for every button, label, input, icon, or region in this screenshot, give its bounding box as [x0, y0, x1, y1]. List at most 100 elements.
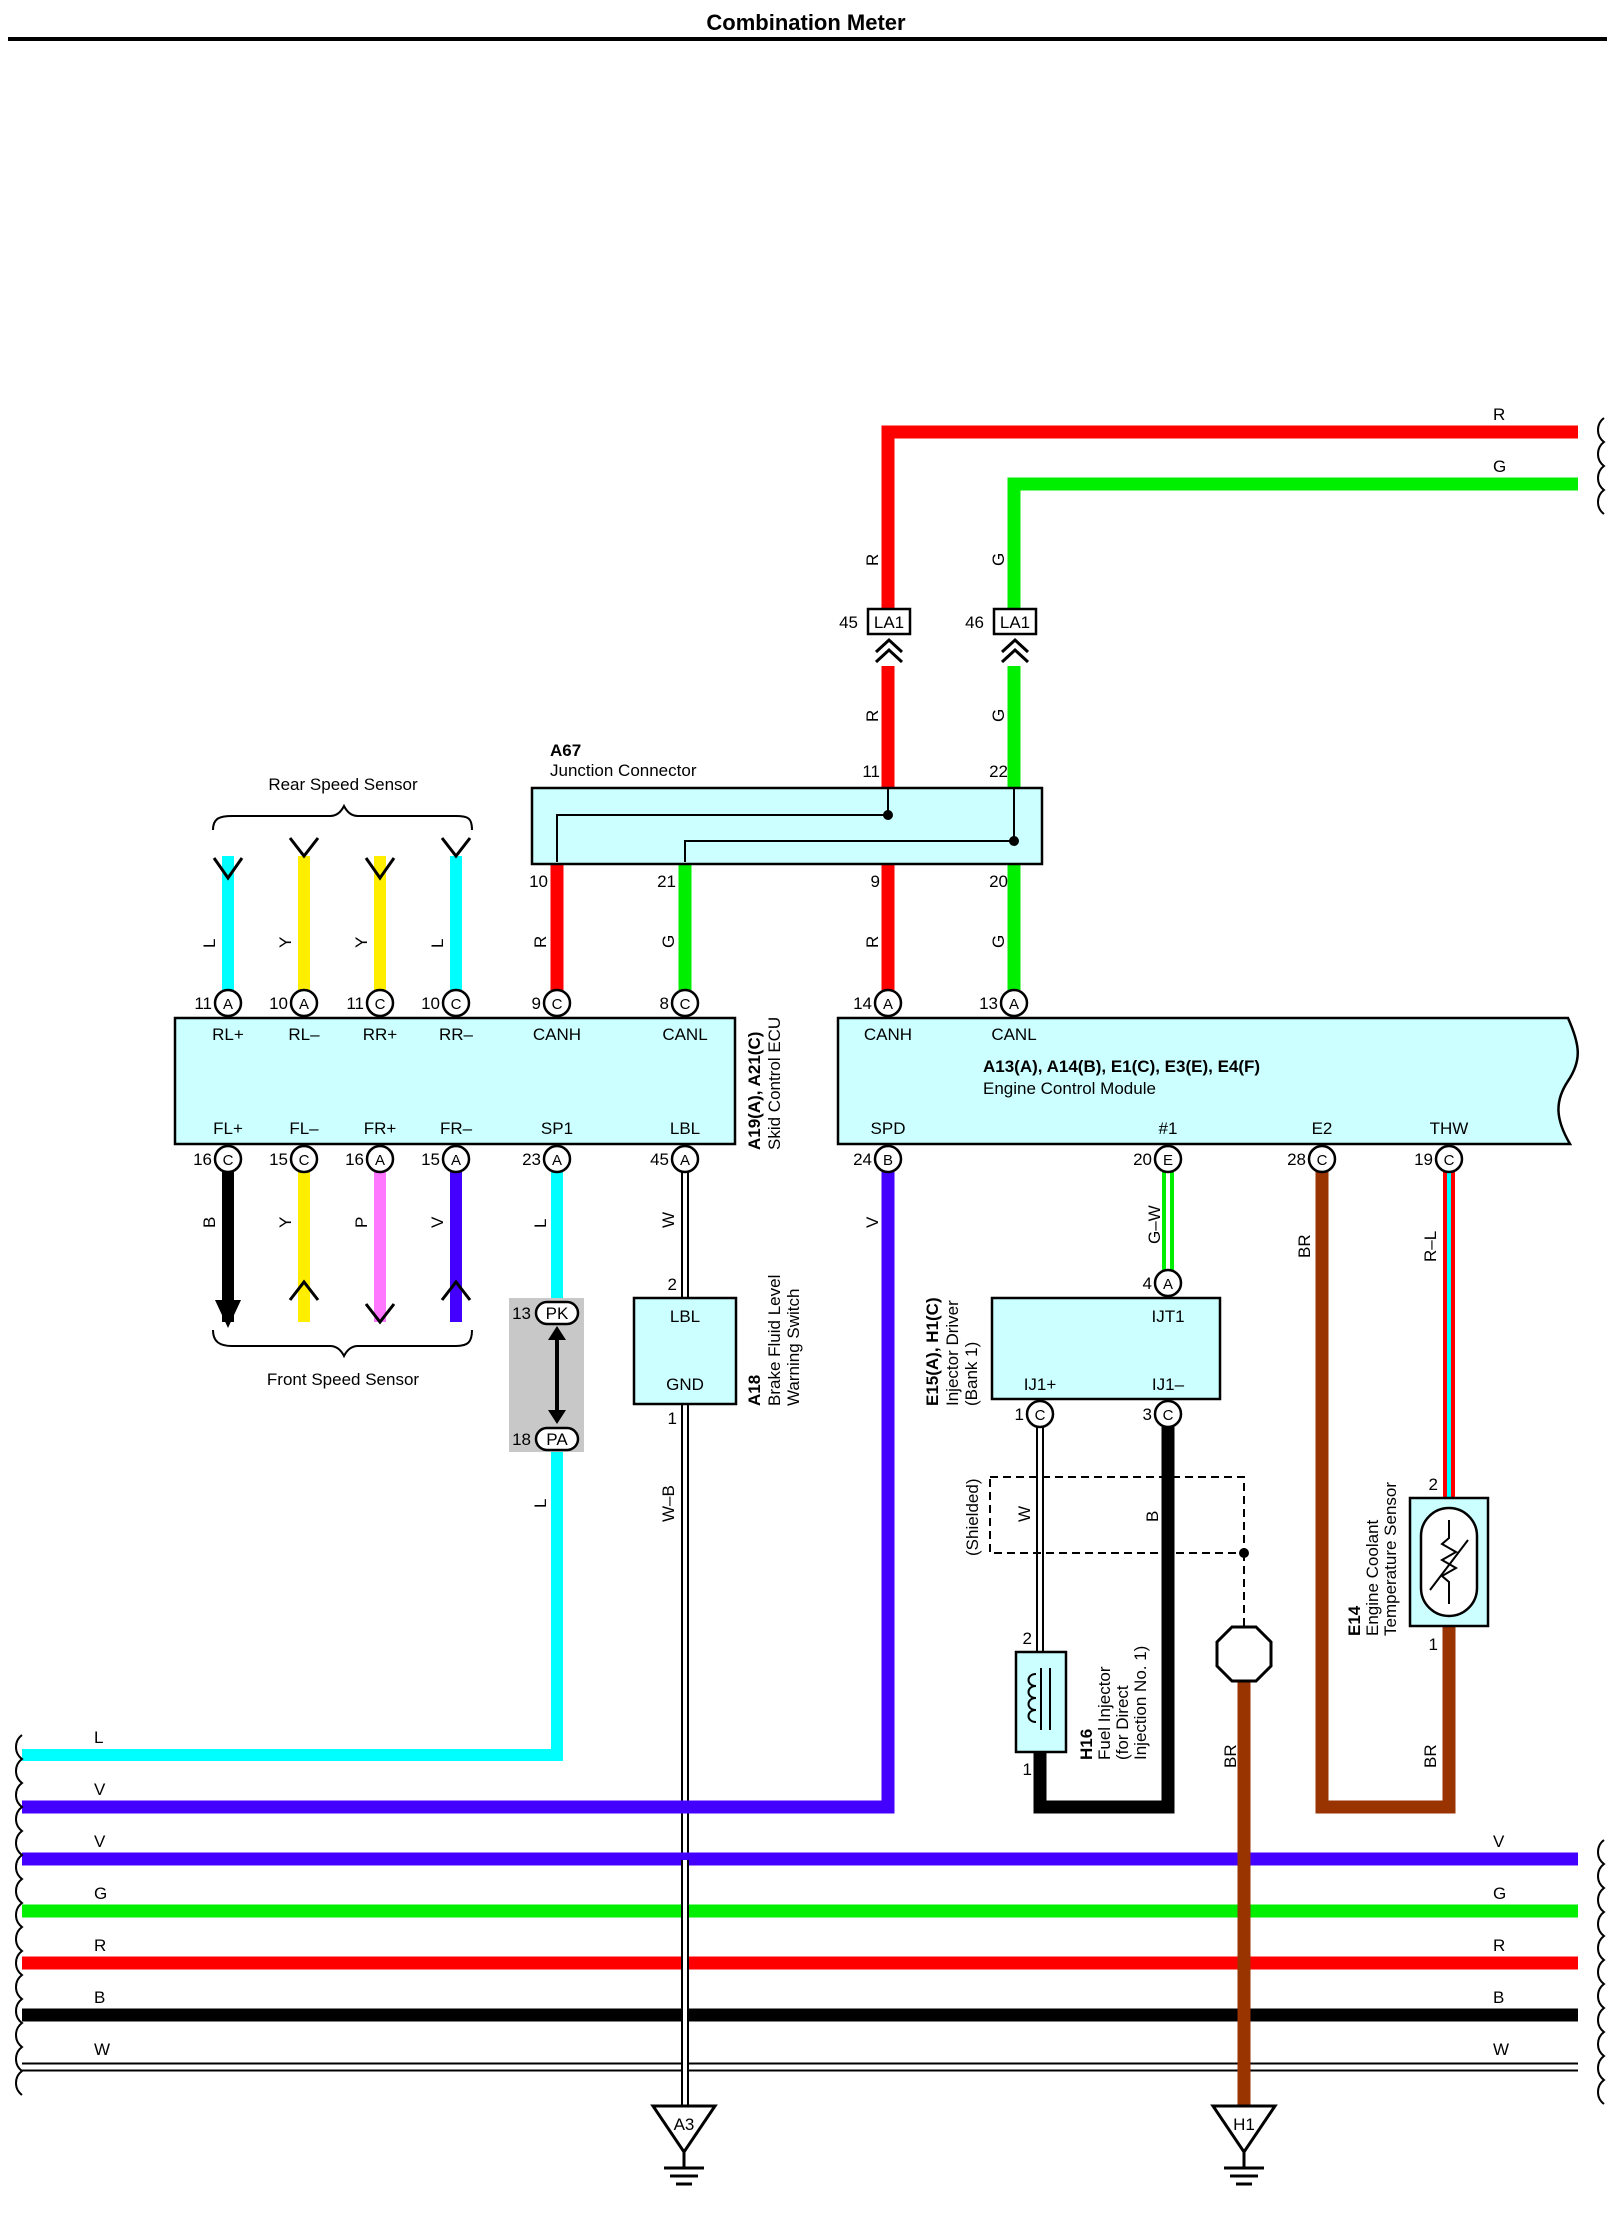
- svg-text:10: 10: [421, 994, 440, 1013]
- wire-layer: [15, 417, 1606, 2106]
- svg-text:Injection No. 1): Injection No. 1): [1131, 1646, 1150, 1760]
- svg-text:B: B: [883, 1152, 893, 1169]
- svg-text:LA1: LA1: [1000, 613, 1030, 632]
- bus-label-right-3: G: [1493, 1884, 1506, 1903]
- a67-junction-connector: A67 Junction Connector 11 22 10 21 9 20: [529, 741, 1044, 891]
- svg-text:1: 1: [1429, 1635, 1438, 1654]
- svg-text:B: B: [200, 1217, 219, 1228]
- rear-sensor-arrow-3: [440, 837, 472, 859]
- bus-label-left-1: V: [94, 1780, 106, 1799]
- svg-text:CANL: CANL: [991, 1025, 1036, 1044]
- svg-text:R: R: [863, 554, 882, 566]
- front-sensor-arrow-3: [440, 1279, 472, 1301]
- svg-text:A: A: [1163, 1276, 1173, 1293]
- pk-pa-connector: PK 13 PA 18: [509, 1298, 584, 1452]
- svg-text:46: 46: [965, 613, 984, 632]
- svg-text:BR: BR: [1221, 1744, 1240, 1768]
- a67-pin-21: 21: [657, 872, 676, 891]
- ecm-code: A13(A), A14(B), E1(C), E3(E), E4(F): [983, 1057, 1260, 1076]
- bus-label-right-4: R: [1493, 1936, 1505, 1955]
- svg-text:23: 23: [522, 1150, 541, 1169]
- wire-spd: [22, 1159, 895, 1814]
- svg-text:Injector Driver: Injector Driver: [943, 1300, 962, 1406]
- svg-text:BR: BR: [1295, 1234, 1314, 1258]
- svg-text:R: R: [531, 936, 550, 948]
- bus-label-right-5: B: [1493, 1988, 1504, 2007]
- svg-text:FR–: FR–: [440, 1119, 473, 1138]
- bus-label-left-0: L: [94, 1728, 103, 1747]
- svg-text:2: 2: [668, 1275, 677, 1294]
- svg-text:G: G: [989, 935, 1008, 948]
- svg-text:1: 1: [1015, 1405, 1024, 1424]
- ecm-bottom-terminal-#1: E20#1: [1133, 1119, 1183, 1174]
- bus-label-left-2: V: [94, 1832, 106, 1851]
- a67-code: A67: [550, 741, 581, 760]
- svg-text:C: C: [1035, 1407, 1046, 1424]
- svg-text:(for Direct: (for Direct: [1113, 1685, 1132, 1760]
- svg-text:G: G: [659, 935, 678, 948]
- svg-text:A: A: [1009, 996, 1019, 1013]
- rear-sensor-arrow-2: [364, 857, 396, 881]
- wire-can-g-top: [1007, 477, 1578, 609]
- svg-text:RL–: RL–: [288, 1025, 320, 1044]
- svg-text:A: A: [883, 996, 893, 1013]
- svg-text:C: C: [299, 1152, 310, 1169]
- a67-pin-22: 22: [989, 762, 1008, 781]
- svg-text:Y: Y: [276, 1217, 295, 1228]
- svg-text:A: A: [680, 1152, 690, 1169]
- rear-sensor-arrow-0: [212, 857, 244, 881]
- svg-text:A: A: [299, 996, 309, 1013]
- svg-text:A: A: [223, 996, 233, 1013]
- svg-text:BR: BR: [1421, 1744, 1440, 1768]
- shielded-label: (Shielded): [963, 1479, 982, 1557]
- svg-text:Brake Fluid Level: Brake Fluid Level: [765, 1275, 784, 1406]
- svg-text:C: C: [1163, 1407, 1174, 1424]
- svg-text:16: 16: [193, 1150, 212, 1169]
- svg-text:#1: #1: [1159, 1119, 1178, 1138]
- svg-text:2: 2: [1023, 1629, 1032, 1648]
- wire-ij-minus: [1033, 1414, 1175, 1814]
- svg-text:V: V: [428, 1216, 447, 1228]
- svg-text:CANL: CANL: [662, 1025, 707, 1044]
- svg-text:GND: GND: [666, 1375, 704, 1394]
- svg-text:SP1: SP1: [541, 1119, 573, 1138]
- svg-text:14: 14: [853, 994, 872, 1013]
- svg-text:W–B: W–B: [659, 1485, 678, 1522]
- svg-text:18: 18: [512, 1430, 531, 1449]
- svg-text:G: G: [989, 709, 1008, 722]
- svg-text:Temperature Sensor: Temperature Sensor: [1381, 1482, 1400, 1636]
- svg-text:L: L: [531, 1499, 550, 1508]
- svg-text:13: 13: [512, 1304, 531, 1323]
- left-break-edge: [15, 1734, 24, 2096]
- svg-text:9: 9: [532, 994, 541, 1013]
- svg-text:LBL: LBL: [670, 1119, 700, 1138]
- svg-text:15: 15: [269, 1150, 288, 1169]
- svg-text:1: 1: [668, 1409, 677, 1428]
- a67-pin-10: 10: [529, 872, 548, 891]
- front-sensor-arrow-1: [288, 1279, 320, 1301]
- svg-text:2: 2: [1429, 1475, 1438, 1494]
- svg-text:A3: A3: [674, 2115, 695, 2134]
- svg-text:L: L: [200, 939, 219, 948]
- svg-text:FR+: FR+: [364, 1119, 397, 1138]
- svg-text:W: W: [1015, 1506, 1034, 1522]
- bus-label-left-4: R: [94, 1936, 106, 1955]
- svg-text:THW: THW: [1430, 1119, 1469, 1138]
